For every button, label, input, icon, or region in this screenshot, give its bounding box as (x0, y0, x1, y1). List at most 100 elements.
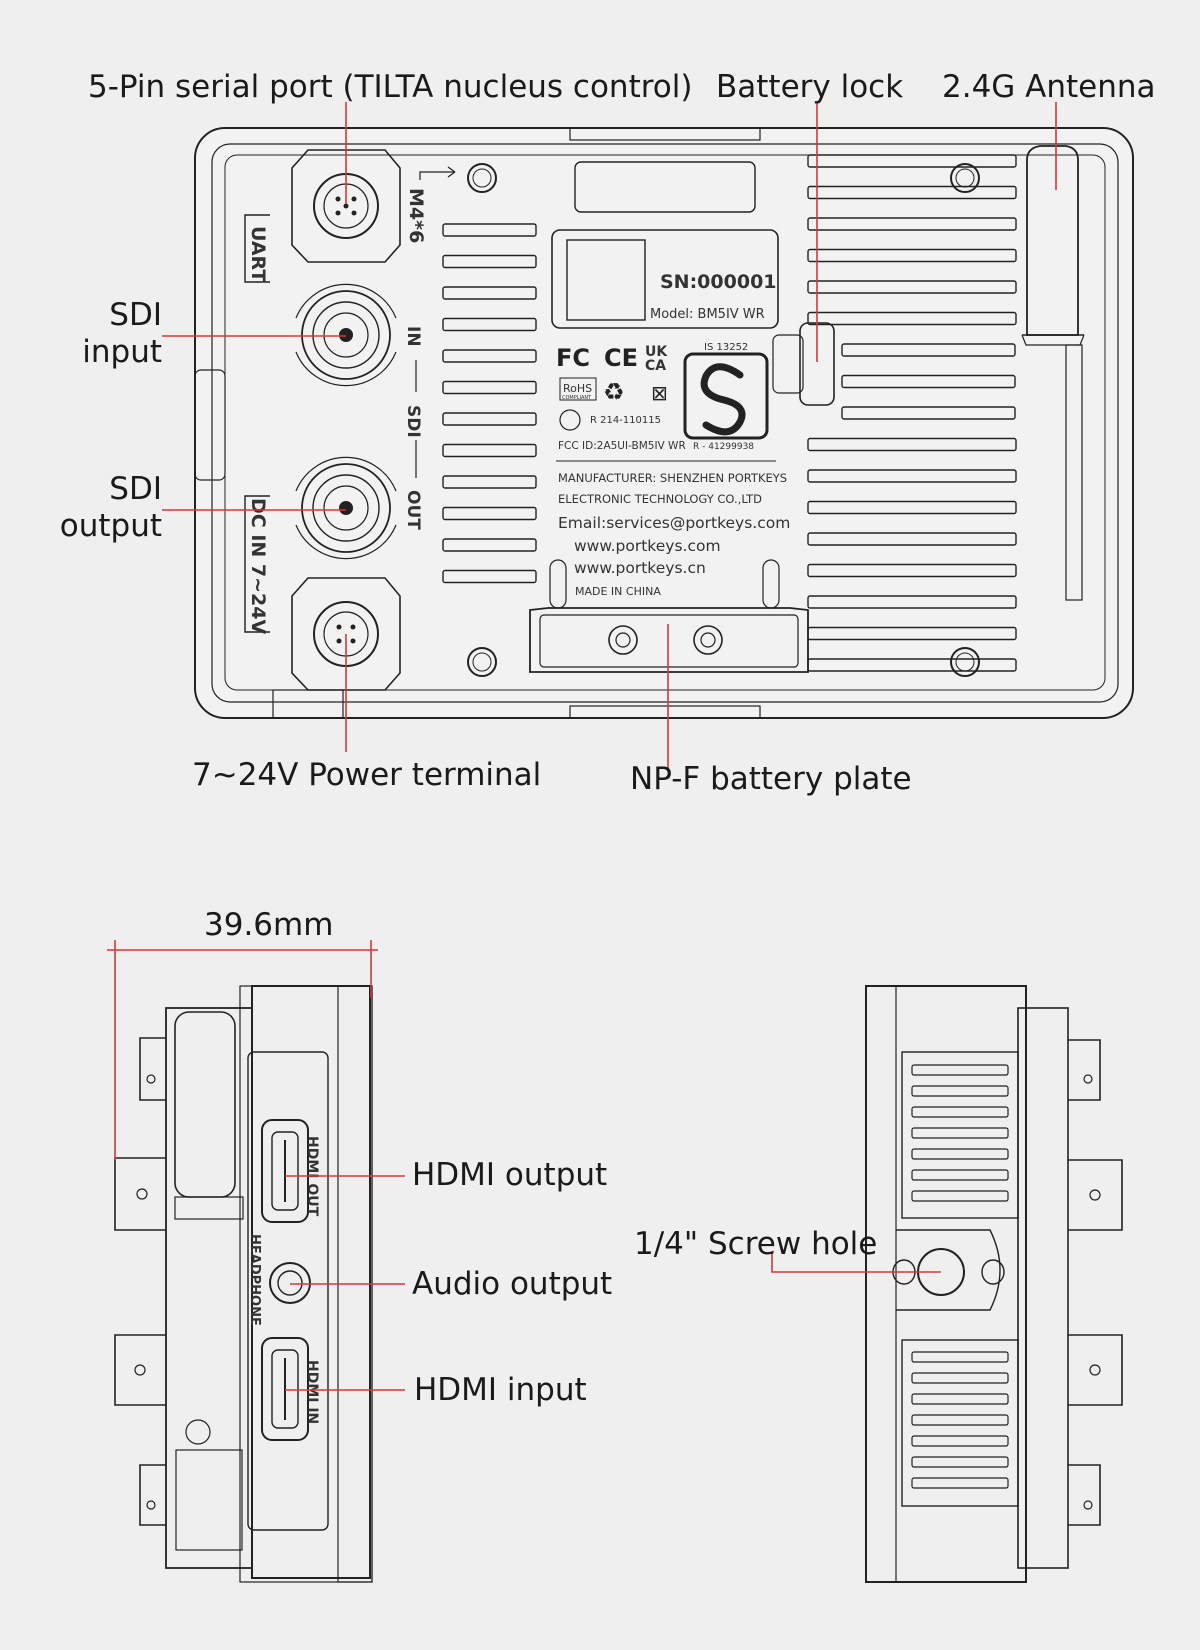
fc-mark: FC (556, 344, 590, 372)
earth-icon (559, 409, 581, 431)
vent-slot (807, 248, 1017, 263)
web-text-1: www.portkeys.com (574, 537, 721, 555)
vent-slot (442, 223, 537, 237)
vent-slot (807, 437, 1017, 452)
vent-slot (841, 374, 1016, 389)
antenna (1021, 145, 1085, 601)
callout-npf-plate: NP-F battery plate (630, 761, 912, 797)
vent-slots-left (442, 223, 537, 584)
vent-slot (911, 1414, 1009, 1426)
vent-slot (911, 1393, 1009, 1405)
right-side-view (865, 985, 1123, 1583)
vent-slot (807, 217, 1017, 231)
vent-slot (841, 406, 1016, 420)
callout-screw-hole: 1/4" Screw hole (634, 1226, 878, 1262)
model-text: Model: BM5IV WR (650, 307, 765, 322)
vent-slot (841, 343, 1016, 357)
leader-lines (162, 102, 1057, 1391)
r-code: R 214-110115 (590, 415, 661, 426)
callout-power-terminal: 7~24V Power terminal (192, 757, 542, 793)
vent-slot (442, 506, 537, 521)
manufacturer-line2: ELECTRONIC TECHNOLOGY CO.,LTD (558, 492, 762, 506)
recycle-icon: ♻ (603, 378, 625, 406)
fcc-id: FCC ID:2A5UI-BM5IV WR (558, 440, 686, 452)
ca-mark: CA (645, 358, 666, 374)
hdmi-in-device-label: HDMI IN (304, 1360, 320, 1424)
vent-slots-right (807, 154, 1017, 672)
vent-slot (442, 569, 537, 584)
vent-slot (911, 1169, 1009, 1181)
web-text-2: www.portkeys.cn (574, 559, 706, 577)
callout-sdi-input-line1: SDI (109, 297, 162, 333)
vent-slot (807, 658, 1017, 672)
vent-slot (807, 532, 1017, 546)
vent-slot (442, 538, 537, 552)
is-code: IS 13252 (704, 342, 748, 353)
sdi-in-connector (295, 283, 397, 387)
callout-sdi-output-line2: output (59, 508, 162, 544)
dc-in-label: DC IN 7~24V (247, 498, 269, 634)
manufacturer-line1: MANUFACTURER: SHENZHEN PORTKEYS (558, 471, 787, 485)
r-number: R - 41299938 (693, 442, 754, 452)
vent-slot (807, 185, 1017, 200)
m4-label: M4*6 (405, 188, 427, 243)
vent-slot (807, 626, 1017, 641)
sdi-out-connector (295, 456, 397, 560)
vent-slot (911, 1190, 1009, 1202)
callout-audio-output: Audio output (412, 1266, 613, 1302)
callout-antenna: 2.4G Antenna (942, 69, 1156, 105)
vent-slot (807, 500, 1017, 515)
vent-slot (911, 1477, 1009, 1489)
vent-slot (911, 1372, 1009, 1384)
callout-sdi-input-line2: input (82, 334, 162, 370)
vent-slot (807, 311, 1017, 326)
vent-slot (442, 380, 537, 395)
rohs-sub: COMPLIANT (562, 395, 592, 401)
vent-slot (442, 475, 537, 489)
weee-icon: ⊠ (651, 381, 668, 405)
dimension-marker (107, 940, 378, 1160)
rohs-mark: RoHS (563, 382, 592, 395)
vent-slot (911, 1456, 1009, 1468)
serial-number: SN:000001 (660, 271, 777, 293)
callout-hdmi-output: HDMI output (412, 1157, 608, 1193)
uart-label: UART (247, 226, 269, 282)
headphone-device-label: HEADPHONE (247, 1234, 262, 1326)
vent-slot (442, 254, 537, 269)
vent-slot (807, 154, 1017, 168)
vent-slot (807, 469, 1017, 483)
npf-battery-plate (529, 559, 809, 673)
sdi-out-label: OUT (403, 490, 423, 530)
callout-hdmi-input: HDMI input (414, 1372, 587, 1408)
vent-slot (442, 349, 537, 363)
made-in-text: MADE IN CHINA (575, 585, 661, 598)
vent-slot (911, 1085, 1009, 1097)
right-view-vents (911, 1064, 1009, 1489)
vent-slot (442, 412, 537, 426)
vent-slot (442, 286, 537, 300)
vent-slot (807, 563, 1017, 578)
vent-slot (911, 1064, 1009, 1076)
vent-slot (911, 1148, 1009, 1160)
ce-mark: CE (604, 344, 638, 372)
sdi-label: SDI (403, 405, 423, 438)
uk-mark: UK (645, 344, 668, 360)
email-text: Email:services@portkeys.com (558, 514, 790, 532)
callout-sdi-output-line1: SDI (109, 471, 162, 507)
callout-dimension: 39.6mm (204, 907, 334, 943)
vent-slot (911, 1106, 1009, 1118)
callout-battery-lock: Battery lock (716, 69, 904, 105)
callout-uart-port: 5-Pin serial port (TILTA nucleus control… (88, 69, 693, 105)
vent-slot (911, 1127, 1009, 1139)
vent-slot (442, 317, 537, 332)
sdi-in-label: IN (403, 326, 423, 347)
vent-slot (807, 280, 1017, 294)
vent-slot (807, 595, 1017, 609)
left-side-view (114, 985, 373, 1583)
vent-slot (442, 443, 537, 458)
vent-slot (911, 1351, 1009, 1363)
monitor-back-view (194, 127, 1134, 719)
vent-slot (911, 1435, 1009, 1447)
